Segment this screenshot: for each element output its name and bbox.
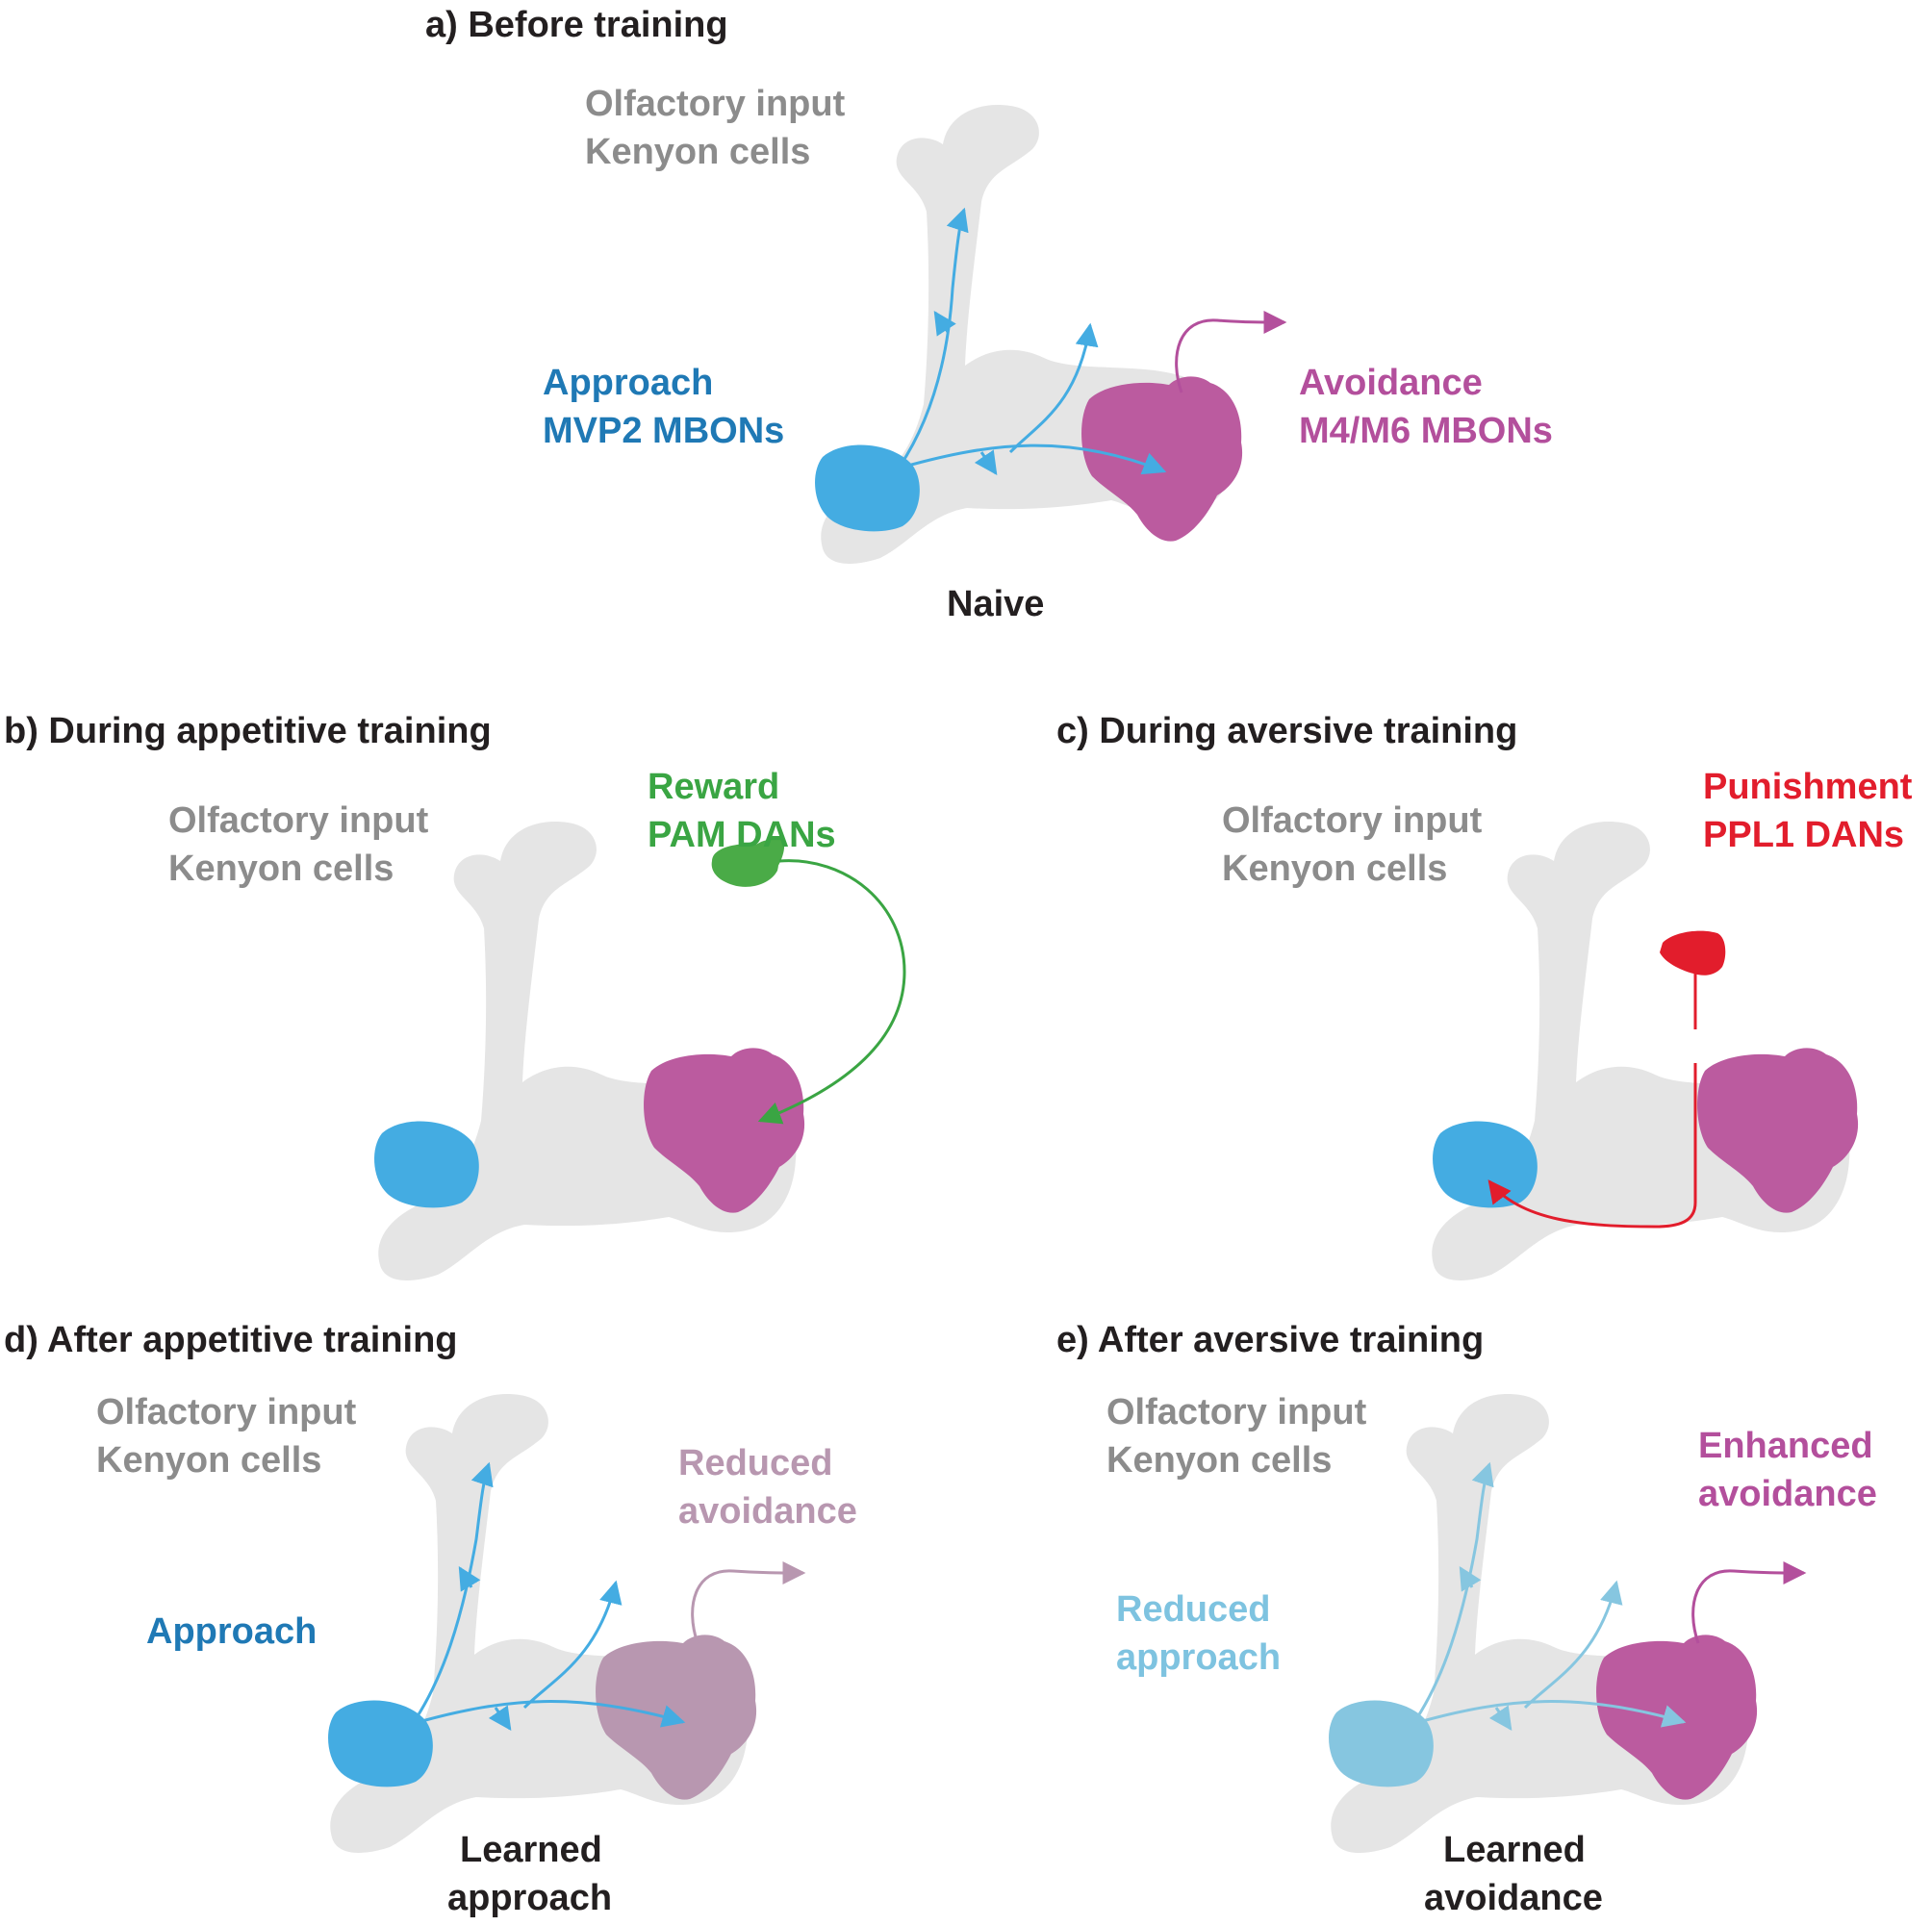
panel-a-avoidance-label-line2: M4/M6 MBONs <box>1299 411 1553 451</box>
panel-a-kc-label-line1: Olfactory input <box>585 84 846 124</box>
panel-c: c) During aversive training Olfactory in… <box>1056 711 1913 1280</box>
panel-c-punishment-dan <box>1660 930 1726 976</box>
panel-e-mbon-axons <box>1412 1461 1687 1731</box>
panel-c-kc-label-line2: Kenyon cells <box>1222 849 1447 889</box>
panel-b-dan-projection-arrow <box>757 859 906 1125</box>
panel-a: a) Before training Olfactory input Kenyo… <box>425 5 1553 624</box>
panel-b-approach-mbon <box>374 1121 479 1208</box>
panel-d-approach-mbon <box>328 1700 433 1787</box>
panel-e-approach-label-line2: approach <box>1116 1637 1281 1678</box>
panel-e-caption-line1: Learned <box>1443 1830 1586 1870</box>
panel-d-caption-line2: approach <box>447 1878 612 1918</box>
panel-b-title: b) During appetitive training <box>4 711 492 751</box>
panel-b-dan-label-line1: Reward <box>648 767 779 807</box>
panel-b-dan-label-line2: PAM DANs <box>648 815 836 855</box>
panel-c-title: c) During aversive training <box>1056 711 1517 751</box>
panel-a-kc-label-line2: Kenyon cells <box>585 132 810 172</box>
panel-e: e) After aversive training Olfactory inp… <box>1056 1320 1877 1918</box>
panel-e-avoidance-output-arrow <box>1691 1560 1807 1644</box>
panel-d-avoidance-label-line1: Reduced <box>678 1443 832 1483</box>
panel-c-kc-label-line1: Olfactory input <box>1222 800 1483 841</box>
panel-e-caption-line2: avoidance <box>1424 1878 1603 1918</box>
panel-d-kc-label-line2: Kenyon cells <box>96 1440 321 1481</box>
panel-a-title: a) Before training <box>425 5 728 45</box>
panel-e-kc-label-line1: Olfactory input <box>1106 1392 1367 1432</box>
panel-d-approach-label: Approach <box>146 1611 317 1652</box>
panel-e-approach-mbon <box>1329 1700 1434 1787</box>
panel-a-caption: Naive <box>947 584 1044 624</box>
panel-a-avoidance-mbon <box>1081 376 1243 542</box>
panel-e-approach-label-line1: Reduced <box>1116 1589 1270 1630</box>
panel-c-dan-label-line1: Punishment <box>1703 767 1913 807</box>
panel-b-kc-label-line2: Kenyon cells <box>168 849 394 889</box>
panel-b: b) During appetitive training Olfactory … <box>4 711 906 1280</box>
panel-a-avoidance-output-arrow <box>1175 310 1287 393</box>
panel-c-dan-projection-arrow <box>1489 972 1697 1229</box>
panel-c-approach-mbon <box>1433 1121 1538 1208</box>
panel-e-avoidance-label-line1: Enhanced <box>1698 1426 1873 1466</box>
panel-a-approach-label-line1: Approach <box>543 363 713 403</box>
panel-e-kc-label-line2: Kenyon cells <box>1106 1440 1332 1481</box>
panel-a-mbon-axons <box>898 207 1167 475</box>
panel-a-approach-label-line2: MVP2 MBONs <box>543 411 784 451</box>
panel-d-caption-line1: Learned <box>460 1830 602 1870</box>
panel-a-avoidance-label-line1: Avoidance <box>1299 363 1483 403</box>
panel-e-title: e) After aversive training <box>1056 1320 1484 1360</box>
panel-b-kc-label-line1: Olfactory input <box>168 800 429 841</box>
panel-c-dan-label-line2: PPL1 DANs <box>1703 815 1904 855</box>
panel-b-reward-dan <box>711 839 785 887</box>
panel-e-avoidance-label-line2: avoidance <box>1698 1474 1877 1514</box>
panel-d-avoidance-output-arrow <box>691 1560 806 1644</box>
panel-d-title: d) After appetitive training <box>4 1320 458 1360</box>
panel-d-mbon-axons <box>412 1461 686 1731</box>
panel-d-avoidance-label-line2: avoidance <box>678 1491 857 1532</box>
panel-d-kc-label-line1: Olfactory input <box>96 1392 357 1432</box>
panel-d: d) After appetitive training Olfactory i… <box>4 1320 857 1918</box>
